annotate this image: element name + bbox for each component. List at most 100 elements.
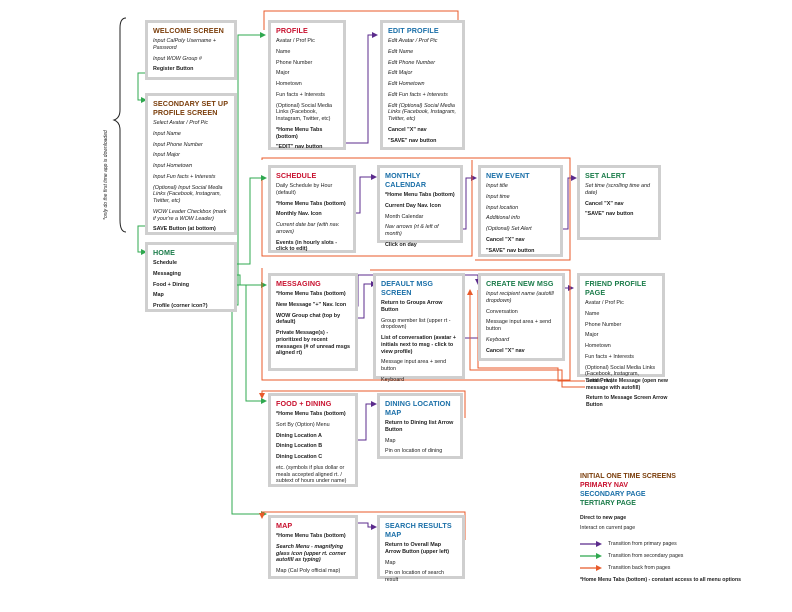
food-item[interactable]: Dining Location B bbox=[276, 443, 323, 450]
messaging-box: MESSAGING *Home Menu Tabs (bottom) New M… bbox=[268, 273, 358, 371]
monthly-item[interactable]: Click on day bbox=[385, 241, 417, 248]
welcome-item[interactable]: Register Button bbox=[153, 66, 194, 73]
search-item[interactable]: Return to Overall Map Arrow Button (uppe… bbox=[385, 542, 450, 555]
setup-item[interactable]: SAVE Button (at bottom) bbox=[153, 226, 216, 233]
map-item[interactable]: *Home Menu Tabs (bottom) bbox=[276, 533, 346, 539]
edit-title: EDIT PROFILE bbox=[388, 26, 439, 35]
arrow-welcome-to-setup bbox=[137, 72, 147, 103]
map-item[interactable]: Search Menu - magnifying glass icon (upp… bbox=[276, 543, 346, 564]
map-box: MAP *Home Menu Tabs (bottom) Search Menu… bbox=[268, 515, 358, 579]
home-item[interactable]: Messaging bbox=[153, 270, 181, 277]
food-dining-box: FOOD + DINING *Home Menu Tabs (bottom) S… bbox=[268, 393, 358, 487]
legend-secondary: SECONDARY PAGE bbox=[580, 491, 646, 498]
profile-box: PROFILE Avatar / Prof Pic Name Phone Num… bbox=[268, 20, 346, 150]
welcome-item: Input CalPoly Username + Password bbox=[153, 38, 217, 51]
food-item[interactable]: *Home Menu Tabs (bottom) bbox=[276, 411, 346, 417]
monthly-item[interactable]: *Home Menu Tabs (bottom) bbox=[385, 192, 455, 198]
home-item[interactable]: Food + Dining bbox=[153, 281, 190, 288]
create-msg-box: CREATE NEW MSG Input recipient name (aut… bbox=[478, 273, 565, 361]
profile-item: Avatar / Prof Pic bbox=[276, 38, 315, 44]
messaging-item[interactable]: *Home Menu Tabs (bottom) bbox=[276, 291, 346, 297]
createmsg-title: CREATE NEW MSG bbox=[486, 279, 554, 288]
new-event-box: NEW EVENT Input title Input time Input l… bbox=[478, 165, 563, 257]
profile-item: (Optional) Social Media Links (Facebook,… bbox=[276, 102, 333, 123]
profile-item[interactable]: "EDIT" nav button bbox=[276, 144, 323, 151]
newevent-item[interactable]: (Optional) Set Alert bbox=[486, 226, 532, 232]
newevent-item[interactable]: "SAVE" nav button bbox=[486, 247, 535, 254]
monthly-item[interactable]: Nav arrows (rt & left of month) bbox=[385, 224, 439, 237]
newevent-item[interactable]: Input title bbox=[486, 183, 508, 189]
home-item[interactable]: Schedule bbox=[153, 260, 177, 266]
schedule-item[interactable]: *Home Menu Tabs (bottom) bbox=[276, 200, 346, 207]
defmsg-item[interactable]: Keyboard bbox=[381, 376, 405, 383]
createmsg-item[interactable]: Cancel "X" nav bbox=[486, 347, 525, 354]
defmsg-item[interactable]: Group member list (upper rt - dropdown) bbox=[381, 317, 451, 331]
schedule-item[interactable]: Events (in hourly slots - click to edit) bbox=[276, 239, 338, 253]
messaging-item[interactable]: New Message "+" Nav. Icon bbox=[276, 301, 347, 308]
alert-item[interactable]: Cancel "X" nav bbox=[585, 200, 624, 207]
schedule-item[interactable]: Current date bar (with nav. arrows) bbox=[276, 222, 340, 235]
legend-row-secondary: Transition from secondary pages bbox=[580, 553, 780, 559]
alert-item[interactable]: Set time (scrolling time and date) bbox=[585, 183, 651, 196]
defmsg-title: DEFAULT MSG SCREEN bbox=[381, 279, 434, 297]
setup-item: (Optional) Input Social Media Links (Fac… bbox=[153, 184, 223, 205]
createmsg-item[interactable]: Message input area + send button bbox=[486, 319, 552, 332]
edit-item: Edit Name bbox=[388, 48, 414, 55]
profile-item: Phone Number bbox=[276, 59, 313, 66]
setup-title: SECONDARY SET UP PROFILE SCREEN bbox=[153, 99, 228, 117]
first-time-note: *only do the first time app is downloade… bbox=[103, 130, 109, 220]
home-title: HOME bbox=[153, 248, 175, 257]
set-alert-box: SET ALERT Set time (scrolling time and d… bbox=[577, 165, 661, 240]
messaging-item[interactable]: WOW Group chat (top by default) bbox=[276, 312, 341, 326]
purple-arrow-icon bbox=[580, 541, 602, 547]
green-arrow-icon bbox=[580, 553, 602, 559]
arrow-home-to-map bbox=[210, 294, 267, 517]
food-item[interactable]: Dining Location C bbox=[276, 454, 323, 460]
newevent-item[interactable]: Input time bbox=[486, 193, 510, 200]
map-title: MAP bbox=[276, 521, 293, 530]
legend-initial: INITIAL ONE TIME SCREENS bbox=[580, 473, 676, 480]
monthly-item[interactable]: Current Day Nav. Icon bbox=[385, 202, 441, 209]
dining-item[interactable]: Return to Dining list Arrow Button bbox=[385, 420, 454, 433]
friend-title: FRIEND PROFILE PAGE bbox=[585, 279, 647, 297]
defmsg-item[interactable]: Return to Groups Arrow Button bbox=[381, 300, 443, 313]
friend-item: Name bbox=[585, 310, 600, 317]
edit-item[interactable]: "SAVE" nav button bbox=[388, 137, 437, 144]
friend-item: Phone Number bbox=[585, 321, 622, 328]
createmsg-item[interactable]: Keyboard bbox=[486, 336, 510, 343]
profile-item: Major bbox=[276, 70, 290, 77]
send-private-message-button[interactable]: Send Private Message (open new message w… bbox=[586, 378, 668, 391]
alert-item[interactable]: "SAVE" nav button bbox=[585, 211, 634, 218]
schedule-title: SCHEDULE bbox=[276, 171, 317, 180]
friend-item: Hometown bbox=[585, 343, 611, 349]
default-msg-box: DEFAULT MSG SCREEN Return to Groups Arro… bbox=[373, 273, 465, 383]
friend-item: (Optional) Social Media Links (Facebook,… bbox=[585, 364, 656, 385]
search-title: SEARCH RESULTS MAP bbox=[385, 521, 452, 539]
food-item[interactable]: Dining Location A bbox=[276, 432, 322, 439]
newevent-item[interactable]: Additional info bbox=[486, 215, 520, 222]
home-item[interactable]: Profile (corner icon?) bbox=[153, 303, 208, 309]
back-dining-to-food bbox=[259, 390, 466, 418]
home-item[interactable]: Map bbox=[153, 292, 164, 299]
newevent-item[interactable]: Cancel "X" nav bbox=[486, 236, 525, 243]
orange-arrow-icon bbox=[580, 565, 602, 571]
createmsg-item[interactable]: Input recipient name (autofill dropdown) bbox=[486, 291, 554, 304]
messaging-item[interactable]: Private Message(s) - prioritized by rece… bbox=[276, 330, 351, 357]
monthly-calendar-box: MONTHLY CALENDAR *Home Menu Tabs (bottom… bbox=[377, 165, 463, 248]
profile-item[interactable]: *Home Menu Tabs (bottom) bbox=[276, 126, 323, 140]
return-to-message-button[interactable]: Return to Message Screen Arrow Button bbox=[586, 395, 668, 408]
legend: INITIAL ONE TIME SCREENS PRIMARY NAV SEC… bbox=[580, 473, 780, 583]
edit-item[interactable]: Cancel "X" nav bbox=[388, 126, 427, 133]
setup-item: Input Name bbox=[153, 130, 181, 137]
defmsg-item[interactable]: List of conversation (avatar + initials … bbox=[381, 335, 457, 355]
friend-item: Avatar / Prof Pic bbox=[585, 300, 624, 306]
defmsg-item[interactable]: Message input area + send button bbox=[381, 359, 447, 372]
food-item[interactable]: Sort By (Option) Menu bbox=[276, 421, 330, 428]
home-box: HOME Schedule Messaging Food + Dining Ma… bbox=[145, 242, 237, 312]
schedule-item[interactable]: Monthly Nav. Icon bbox=[276, 211, 322, 218]
map-item: Map (Cal Poly official map) bbox=[276, 568, 341, 574]
newevent-item[interactable]: Input location bbox=[486, 204, 519, 211]
food-item: etc. (symbols if plus dollar or meals ac… bbox=[276, 464, 347, 485]
search-item: Map bbox=[385, 559, 396, 566]
brace-first-time bbox=[112, 17, 127, 233]
